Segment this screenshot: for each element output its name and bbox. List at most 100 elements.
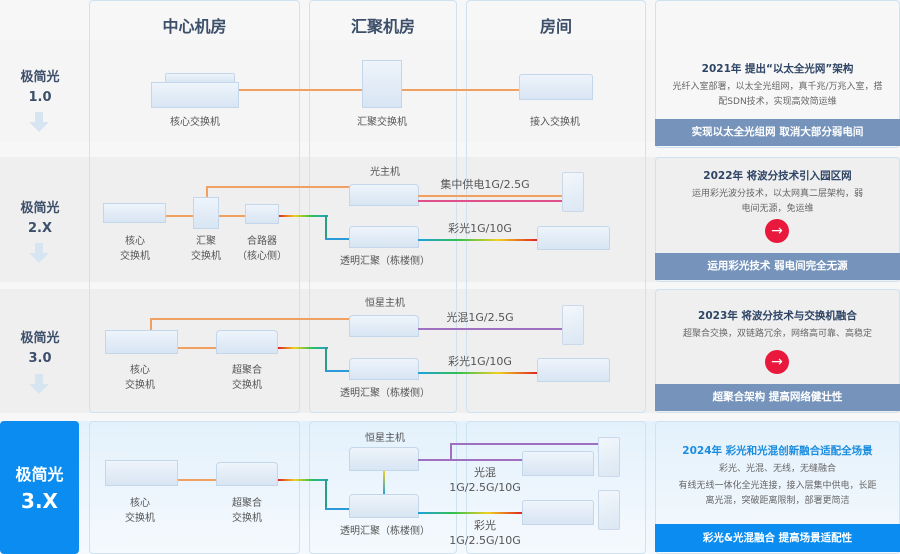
device-label: 超聚合交换机 xyxy=(232,365,262,391)
gen-version: 3.X xyxy=(21,489,58,513)
star-host-icon xyxy=(349,315,419,337)
color-fiber-link xyxy=(278,479,328,481)
device-label: 核心交换机 xyxy=(125,365,155,391)
color-fiber-link xyxy=(325,347,327,371)
core-switch-icon xyxy=(151,82,239,108)
device-label: 光主机 xyxy=(370,167,400,178)
device-label: 接入交换机 xyxy=(530,117,580,128)
mixed-link xyxy=(450,443,452,460)
column-header-room: 房间 xyxy=(539,17,572,36)
device-label: 汇聚交换机 xyxy=(191,236,221,262)
panel-title: 2021年 提出“以太全光网”架构 xyxy=(701,63,854,75)
down-arrow-icon xyxy=(29,243,49,265)
device-label: 恒星主机 xyxy=(365,298,405,309)
access-point-icon xyxy=(598,437,620,477)
combiner-icon xyxy=(245,204,279,224)
color-fiber-link xyxy=(325,370,355,372)
panel-summary-bar: 运用彩光技术 弱电间完全无源 xyxy=(655,253,900,280)
down-arrow-icon xyxy=(29,374,49,396)
color-fiber-link xyxy=(383,471,385,495)
panel-desc: 彩光、光混、无线，无缝融合 xyxy=(718,464,836,474)
device-label: 汇聚交换机 xyxy=(357,117,407,128)
core-switch-icon xyxy=(105,330,178,354)
power-link xyxy=(418,195,563,197)
mixed-link xyxy=(450,443,598,445)
gen-label-1[interactable]: 极简光 1.0 xyxy=(2,68,78,108)
panel-summary-bar: 超聚合架构 提高网络健壮性 xyxy=(655,384,900,411)
link-speed: 光混1G/2.5G xyxy=(446,311,514,324)
device-label: 恒星主机 xyxy=(365,433,405,444)
panel-2023-content: 2023年 将波分技术与交换机融合 超聚合交换，双链路冗余，网络高可靠、高稳定 xyxy=(655,308,900,342)
transparent-agg-icon xyxy=(349,358,419,380)
aggregation-switch-icon xyxy=(362,60,402,108)
access-point-icon xyxy=(598,490,620,530)
fiber-link xyxy=(150,318,356,320)
column-aggregation: 汇聚机房 xyxy=(309,0,457,413)
panel-desc: 光纤入室部署，以太全光组网，真千兆/万兆入室，搭配SDN技术，实现高效简运维 xyxy=(672,82,883,107)
gen-label-3[interactable]: 极简光 3.0 xyxy=(2,329,78,369)
device-label: 合路器（核心侧） xyxy=(237,236,287,262)
device-label: 透明汇聚（栋楼侧） xyxy=(340,256,430,267)
access-switch-icon xyxy=(519,74,593,100)
color-fiber-link xyxy=(418,239,538,241)
aggregation-switch-icon xyxy=(193,197,219,229)
link-speed: 集中供电1G/2.5G xyxy=(440,178,530,191)
power-link xyxy=(418,200,563,202)
column-center: 中心机房 xyxy=(89,0,300,413)
panel-2022-content: 2022年 将波分技术引入园区网 运用彩光波分技术，以太网真二层架构，弱电间无源… xyxy=(655,168,900,217)
super-aggregation-switch-icon xyxy=(216,330,278,354)
fiber-link xyxy=(178,347,218,349)
device-label: 核心交换机 xyxy=(125,498,155,524)
column-header-aggregation: 汇聚机房 xyxy=(350,17,415,36)
device-label: 超聚合交换机 xyxy=(232,498,262,524)
gen-label-4-active[interactable]: 极简光 3.X xyxy=(0,421,79,554)
color-fiber-link xyxy=(325,215,327,239)
transparent-agg-icon xyxy=(349,226,419,248)
device-label: 透明汇聚（栋楼侧） xyxy=(340,388,430,399)
fiber-link xyxy=(178,479,218,481)
panel-summary-bar: 彩光&光混融合 提高场景适配性 xyxy=(655,524,900,552)
access-switch-icon xyxy=(522,451,594,476)
gen-name: 极简光 xyxy=(20,331,60,346)
column-header-center: 中心机房 xyxy=(162,17,227,36)
gen-version: 3.0 xyxy=(28,351,52,366)
access-switch-icon xyxy=(522,500,594,525)
color-fiber-link xyxy=(418,512,523,514)
device-label: 核心交换机 xyxy=(170,117,220,128)
color-fiber-link xyxy=(278,215,328,217)
arrow-right-icon[interactable]: → xyxy=(765,219,789,243)
gen-name: 极简光 xyxy=(20,70,60,85)
core-switch-icon xyxy=(105,460,178,486)
panel-title: 2024年 彩光和光混创新融合适配全场景 xyxy=(682,445,873,457)
super-aggregation-switch-icon xyxy=(216,462,278,486)
panel-2021-content: 2021年 提出“以太全光网”架构 光纤入室部署，以太全光组网，真千兆/万兆入室… xyxy=(655,61,900,110)
fiber-link xyxy=(150,318,152,330)
panel-title: 2022年 将波分技术引入园区网 xyxy=(703,170,852,182)
device-label: 透明汇聚（栋楼侧） xyxy=(340,526,430,537)
arrow-right-icon[interactable]: → xyxy=(765,350,789,374)
link-speed: 彩光1G/10G xyxy=(448,222,512,235)
link-speed: 彩光1G/10G xyxy=(448,355,512,368)
star-host-icon xyxy=(349,447,419,471)
fiber-link xyxy=(206,186,208,198)
gen-version: 1.0 xyxy=(28,90,52,105)
device-label: 核心交换机 xyxy=(120,236,150,262)
transparent-agg-icon xyxy=(349,494,419,518)
column-center-active xyxy=(89,421,300,554)
fiber-link xyxy=(206,186,356,188)
gen-label-2[interactable]: 极简光 2.X xyxy=(2,199,78,239)
color-fiber-link xyxy=(418,372,538,374)
panel-desc: 有线无线一体化全光连接，接入层集中供电，长距离光混，突破距离限制，部署更简洁 xyxy=(678,481,877,506)
color-fiber-link xyxy=(325,238,355,240)
access-switch-icon xyxy=(537,358,610,382)
color-fiber-link xyxy=(325,479,327,509)
panel-2024-content: 2024年 彩光和光混创新融合适配全场景 彩光、光混、无线，无缝融合 有线无线一… xyxy=(655,443,900,509)
core-switch-icon xyxy=(103,203,166,223)
access-point-icon xyxy=(562,305,584,345)
panel-desc: 超聚合交换，双链路冗余，网络高可靠、高稳定 xyxy=(682,329,872,339)
gen-version: 2.X xyxy=(27,221,52,236)
down-arrow-icon xyxy=(29,112,49,134)
gen-name: 极简光 xyxy=(15,465,64,484)
